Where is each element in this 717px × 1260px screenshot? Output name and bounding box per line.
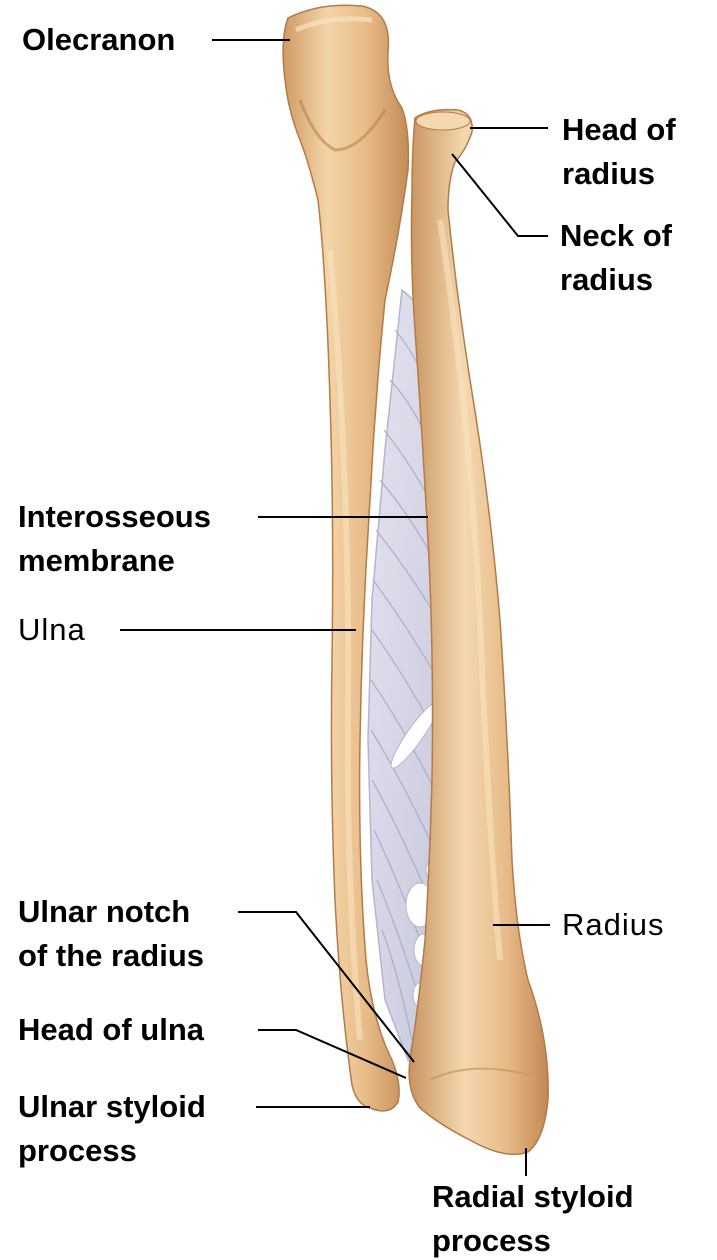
- label-ulna: Ulna: [18, 611, 86, 649]
- label-neck-of-radius-line2: radius: [560, 261, 653, 299]
- label-ulnar-notch-line1: Ulnar notch: [18, 893, 190, 931]
- label-interosseous-membrane-line1: Interosseous: [18, 498, 211, 536]
- label-ulnar-styloid-line1: Ulnar styloid: [18, 1088, 206, 1126]
- label-head-of-radius-line2: radius: [562, 155, 655, 193]
- label-interosseous-membrane-line2: membrane: [18, 542, 175, 580]
- label-radial-styloid-line1: Radial styloid: [432, 1178, 634, 1216]
- leader-neck-of-radius: [452, 154, 548, 236]
- label-ulnar-notch-line2: of the radius: [18, 937, 204, 975]
- label-neck-of-radius-line1: Neck of: [560, 217, 672, 255]
- label-head-of-ulna: Head of ulna: [18, 1011, 204, 1049]
- label-radial-styloid-line2: process: [432, 1222, 551, 1260]
- label-radius: Radius: [562, 906, 665, 944]
- label-ulnar-styloid-line2: process: [18, 1132, 137, 1170]
- label-head-of-radius-line1: Head of: [562, 111, 676, 149]
- label-olecranon: Olecranon: [22, 21, 175, 59]
